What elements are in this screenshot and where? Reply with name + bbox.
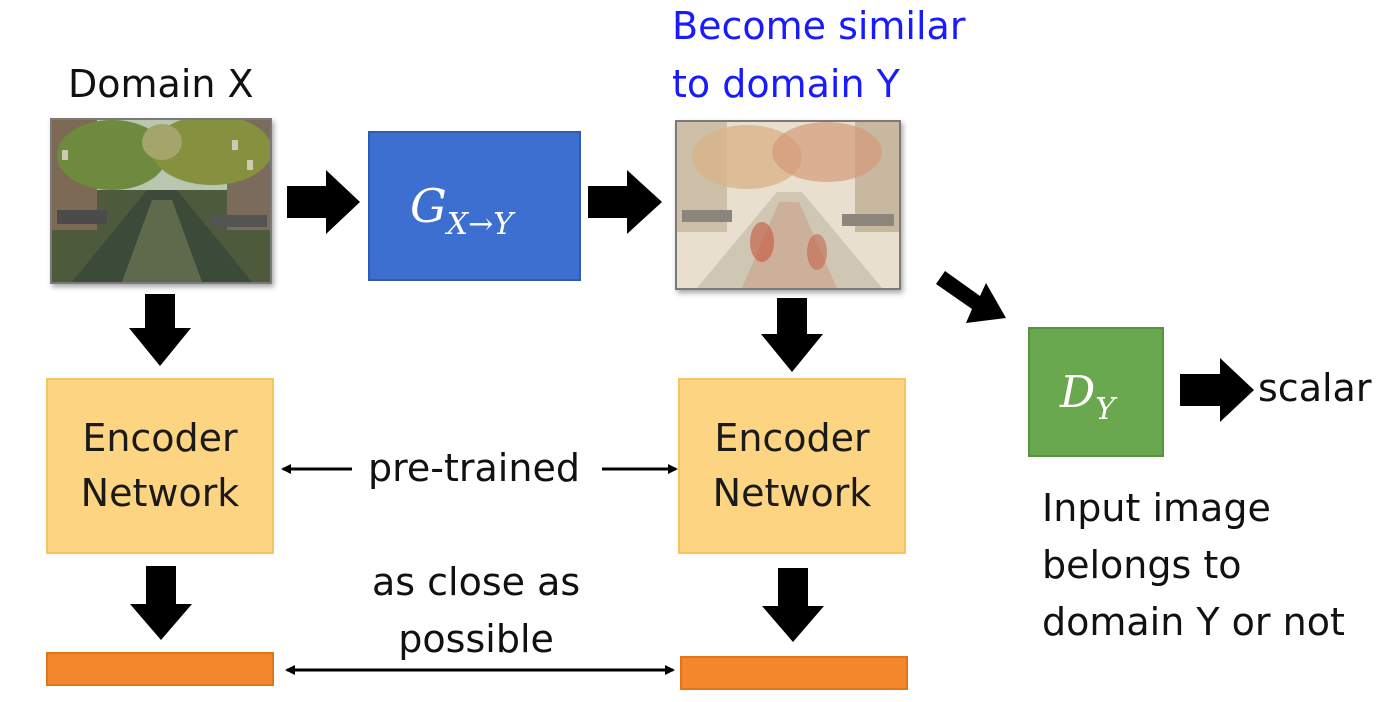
scalar-label: scalar: [1258, 366, 1372, 410]
input-belongs-line3: domain Y or not: [1042, 600, 1345, 644]
encoder-left-line2: Network: [80, 471, 240, 515]
arrow-encoder-right-to-vector: [762, 568, 824, 642]
generator-base: G: [410, 179, 447, 233]
encoder-network-left: Encoder Network: [46, 378, 274, 554]
encoder-left-label: Encoder Network: [81, 411, 240, 521]
encoder-network-right: Encoder Network: [678, 378, 906, 554]
discriminator-label: DY: [1060, 367, 1115, 427]
arrow-generator-to-output: [588, 170, 662, 234]
generator-box: GX→Y: [368, 131, 581, 281]
arrow-output-to-discriminator: [936, 271, 1006, 323]
arrow-discriminator-to-scalar: [1180, 358, 1254, 422]
input-belongs-line2: belongs to: [1042, 543, 1242, 587]
arrow-image-to-generator: [287, 170, 360, 234]
become-similar-label-line1: Become similar: [672, 4, 966, 48]
output-image-domain-y: [675, 120, 901, 290]
as-close-as-possible-label: as close as possible: [372, 554, 580, 668]
generator-subscript: X→Y: [446, 207, 514, 242]
arrow-encoder-left-to-vector: [130, 566, 192, 640]
input-image-domain-x: [50, 118, 272, 284]
input-belongs-line1: Input image: [1042, 486, 1271, 530]
encoder-right-line2: Network: [712, 471, 872, 515]
encoder-left-line1: Encoder: [82, 415, 238, 460]
close-line1: as close as: [372, 560, 581, 604]
domain-x-label: Domain X: [68, 62, 254, 106]
pre-trained-label: pre-trained: [368, 446, 580, 490]
become-similar-label-line2: to domain Y: [672, 62, 900, 106]
encoder-right-label: Encoder Network: [713, 411, 872, 521]
generator-label: GX→Y: [410, 179, 513, 242]
encoder-right-line1: Encoder: [714, 415, 870, 460]
input-belongs-label: Input image belongs to domain Y or not: [1042, 480, 1345, 651]
feature-vector-left: [46, 652, 274, 686]
feature-vector-right: [680, 656, 908, 690]
discriminator-base: D: [1060, 367, 1096, 418]
arrow-image-to-encoder-left: [129, 294, 191, 366]
close-line2: possible: [398, 617, 554, 661]
discriminator-subscript: Y: [1095, 392, 1116, 427]
stylized-canal-photo: [677, 122, 899, 288]
canal-photo: [52, 120, 270, 282]
arrow-output-to-encoder-right: [761, 298, 823, 372]
discriminator-box: DY: [1028, 327, 1164, 457]
